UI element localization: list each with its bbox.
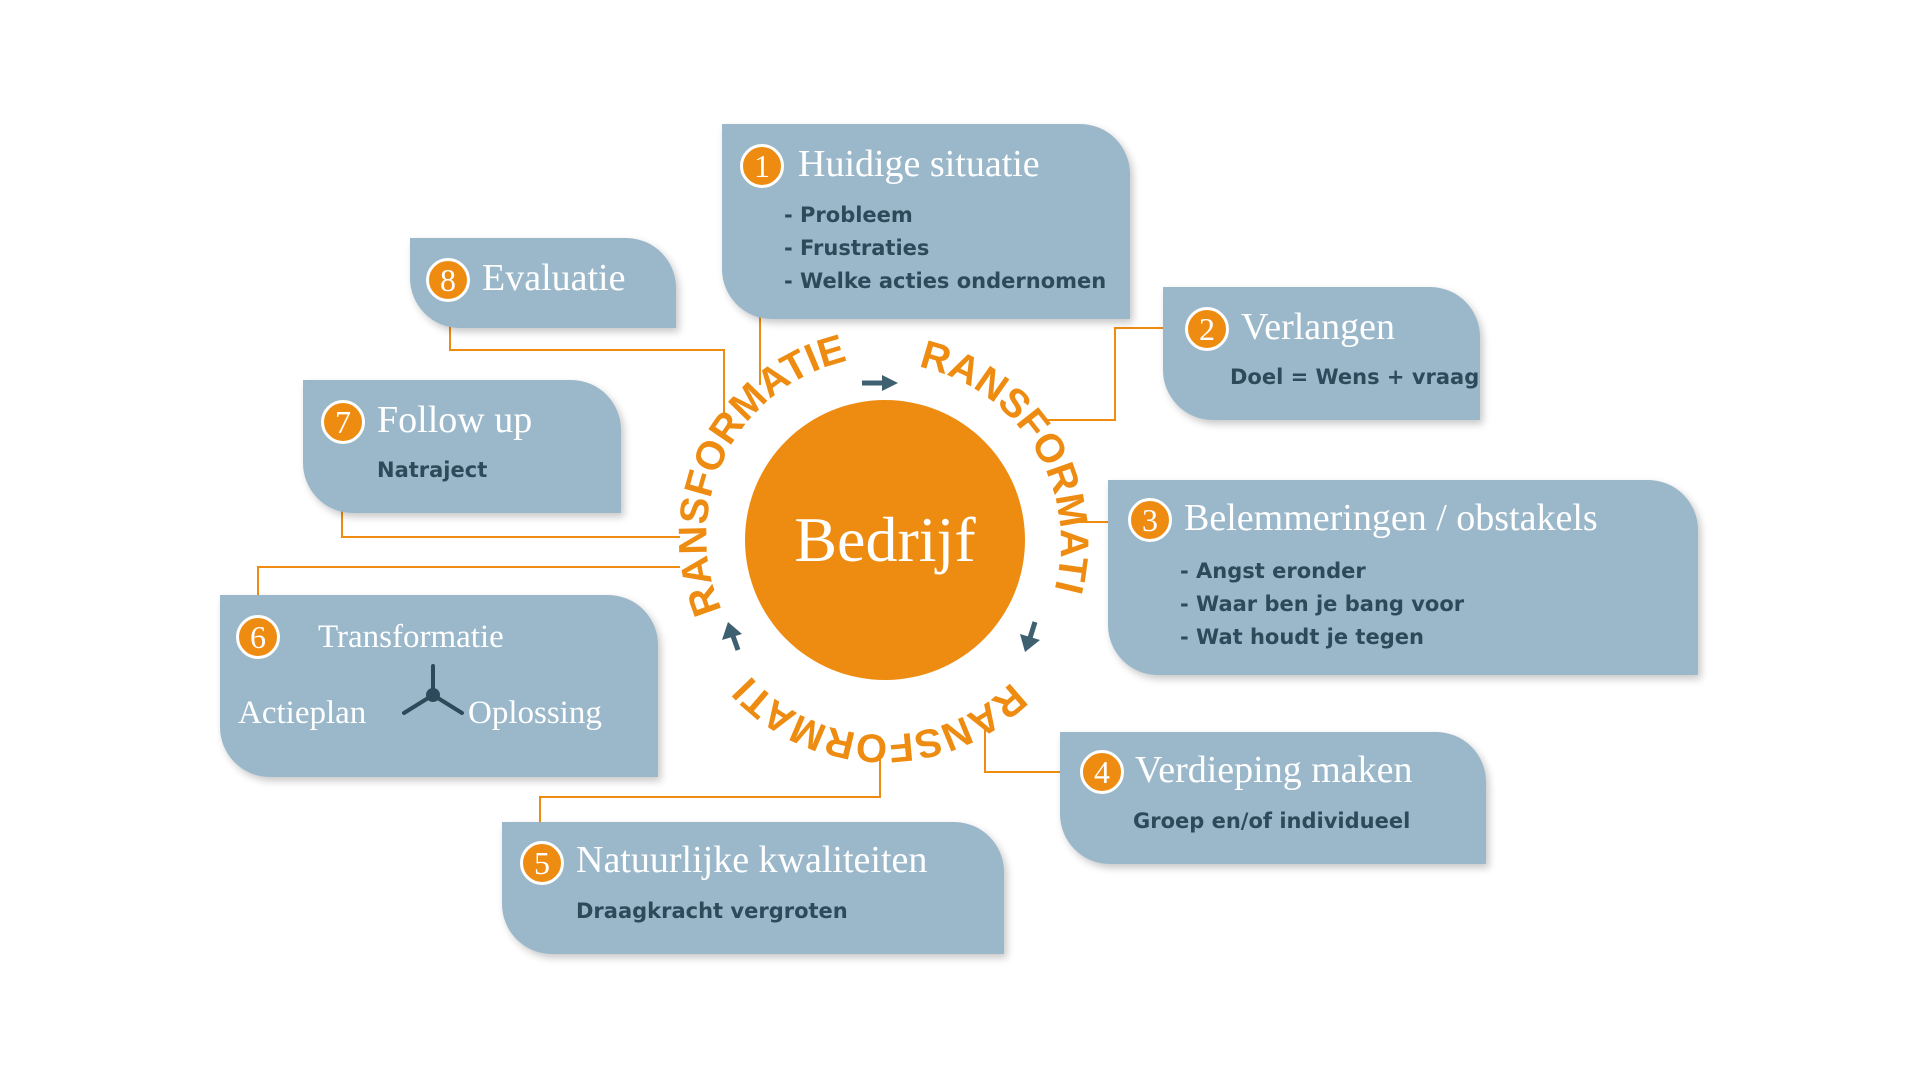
step-8-box: 8 Evaluatie [410, 238, 676, 328]
step-1-line: - Frustraties [784, 236, 930, 260]
step-7-box: 7 Follow up Natraject [303, 380, 621, 513]
step-3-title: Belemmeringen / obstakels [1184, 497, 1598, 539]
step-1-lines: - Probleem - Frustraties - Welke acties … [784, 199, 1106, 298]
step-6-box: 6 Transformatie Actieplan Oplossing [220, 595, 658, 777]
step-4-number: 4 [1080, 750, 1124, 794]
three-way-split-icon [402, 664, 464, 715]
step-1-box: 1 Huidige situatie - Probleem - Frustrat… [722, 124, 1130, 319]
connector-2 [1045, 327, 1175, 421]
step-2-number: 2 [1185, 307, 1229, 351]
step-1-title: Huidige situatie [798, 143, 1040, 185]
step-1-number: 1 [740, 144, 784, 188]
connector-4 [984, 725, 1075, 773]
step-7-title: Follow up [377, 399, 533, 441]
step-6-right-label: Oplossing [468, 695, 602, 731]
step-5-box: 5 Natuurlijke kwaliteiten Draagkracht ve… [502, 822, 1004, 954]
step-5-title: Natuurlijke kwaliteiten [576, 839, 928, 881]
center-circle [745, 400, 1025, 680]
step-4-title: Verdieping maken [1135, 749, 1413, 791]
step-2-line: Doel = Wens + vraag [1230, 365, 1480, 389]
step-8-number: 8 [426, 258, 470, 302]
step-4-box: 4 Verdieping maken Groep en/of individue… [1060, 732, 1486, 864]
step-3-line: - Waar ben je bang voor [1180, 592, 1465, 616]
step-4-line: Groep en/of individueel [1133, 809, 1411, 833]
step-3-box: 3 Belemmeringen / obstakels - Angst eron… [1108, 480, 1698, 675]
center-label: Bedrijf [794, 504, 976, 575]
step-3-number: 3 [1128, 498, 1172, 542]
step-3-line: - Wat houdt je tegen [1180, 625, 1424, 649]
step-5-number: 5 [520, 841, 564, 885]
connector-5 [539, 758, 881, 840]
step-8-title: Evaluatie [482, 257, 626, 299]
step-3-lines: - Angst eronder - Waar ben je bang voor … [1180, 555, 1464, 654]
step-3-line: - Angst eronder [1180, 559, 1366, 583]
step-7-line: Natraject [377, 458, 488, 482]
step-1-line: - Welke acties ondernomen [784, 269, 1107, 293]
connector-6 [257, 566, 680, 600]
step-6-title: Transformatie [318, 619, 504, 655]
step-6-left-label: Actieplan [238, 695, 367, 731]
step-2-box: 2 Verlangen Doel = Wens + vraag [1163, 287, 1480, 420]
step-5-line: Draagkracht vergroten [576, 899, 848, 923]
step-1-line: - Probleem [784, 203, 913, 227]
step-7-number: 7 [321, 400, 365, 444]
step-2-title: Verlangen [1241, 306, 1396, 348]
step-6-number: 6 [236, 615, 280, 659]
